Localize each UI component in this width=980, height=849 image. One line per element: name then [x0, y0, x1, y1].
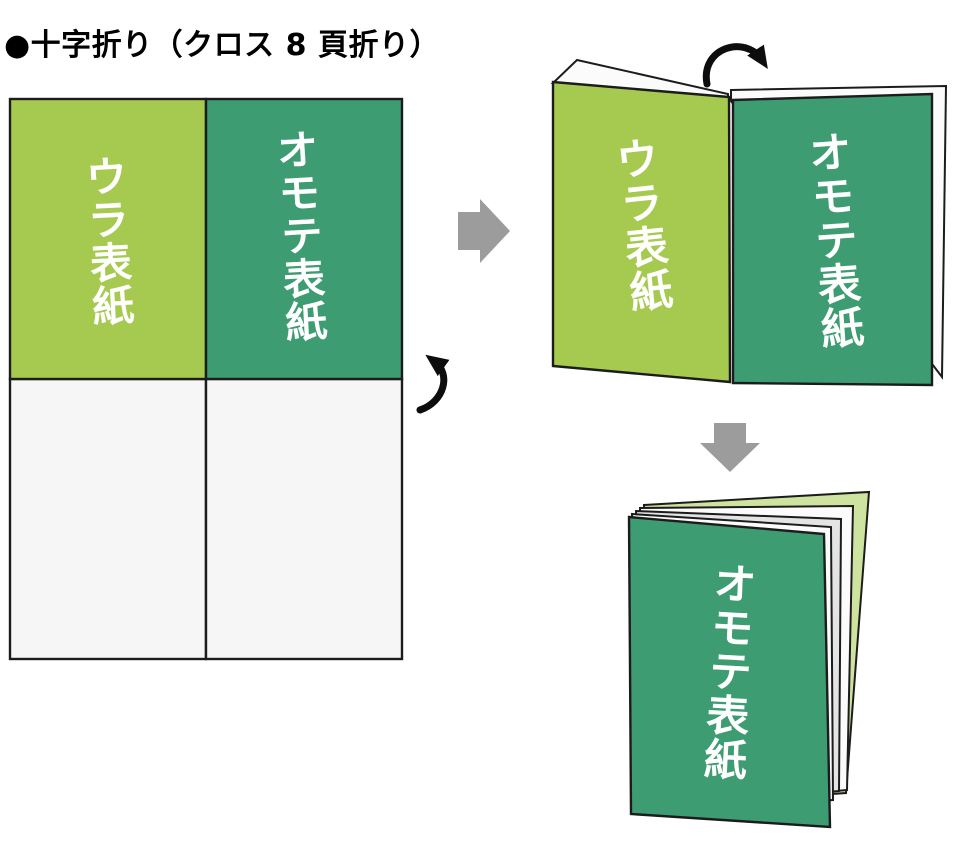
flat-blank-panel-right	[204, 377, 404, 661]
fold-over-curved-arrow-icon	[702, 43, 768, 88]
step-arrow-right-icon	[458, 199, 510, 263]
flat-sheet-figure	[8, 97, 404, 661]
step-arrow-down-icon	[700, 423, 760, 472]
flat-back-cover-label: ウラ表紙	[77, 153, 136, 329]
flat-front-cover-panel	[204, 97, 404, 381]
final-front-cover-label: オモテ表紙	[695, 559, 758, 783]
flat-front-cover-label: オモテ表紙	[268, 126, 329, 345]
flat-blank-panel-left	[8, 377, 208, 661]
final-folded-figure	[627, 490, 871, 829]
final-front-cover-panel	[627, 515, 832, 829]
half-folded-figure	[550, 58, 948, 387]
fold-up-curved-arrow-icon	[416, 354, 450, 414]
flat-back-cover-panel	[8, 97, 208, 381]
page-title: ●十字折り（クロス 8 頁折り）	[4, 28, 440, 63]
half-folded-front-cover-panel	[731, 92, 934, 387]
half-folded-back-cover-panel	[551, 80, 732, 384]
